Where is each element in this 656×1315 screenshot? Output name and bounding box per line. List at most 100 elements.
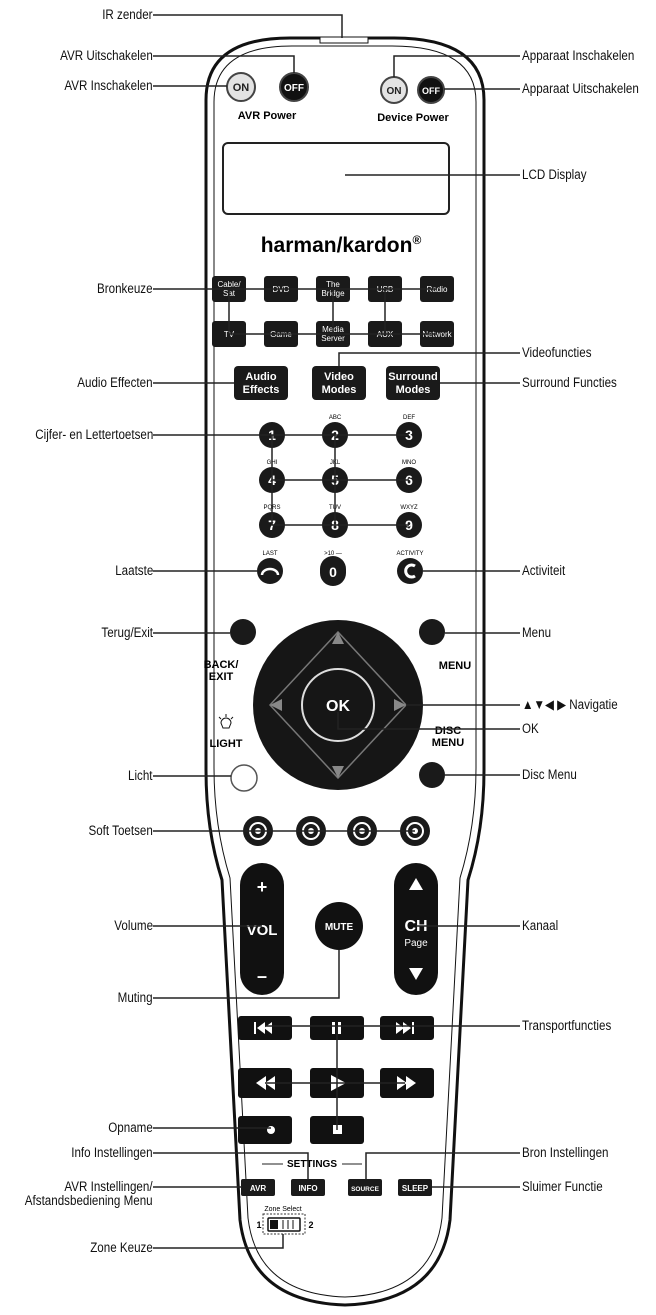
activity-caption: ACTIVITY [396, 551, 423, 557]
callout-afstandsbediening-menu: Afstandsbediening Menu [25, 1193, 153, 1208]
menu-button[interactable] [419, 619, 445, 645]
device-off-button[interactable] [417, 76, 445, 104]
callout-navigatie: ▲▼◀ ▶ Navigatie [522, 697, 618, 712]
callout-apparaat-inschakelen: Apparaat Inschakelen [522, 48, 635, 63]
settings-sleep-button[interactable] [398, 1179, 432, 1196]
callout-ok: OK [522, 721, 539, 736]
light-icon [218, 714, 234, 729]
channel-page-label: Page [404, 938, 428, 949]
keypad-bottom-row: LAST >10 — 0 ACTIVITY [257, 551, 424, 586]
callout-soft-toetsen: Soft Toetsen [88, 823, 153, 838]
source-button-label: Network [422, 330, 452, 339]
callout-surround-functies: Surround Functies [522, 375, 617, 390]
callout-avr-uitschakelen: AVR Uitschakelen [60, 48, 153, 63]
back-exit-button[interactable] [230, 619, 256, 645]
zone-select-label: Zone Select [264, 1206, 301, 1213]
leader-cijfer-row3 [271, 480, 409, 526]
audio-effects-button[interactable] [234, 366, 288, 400]
device-power-label: Device Power [377, 112, 449, 124]
avr-off-label: OFF [284, 83, 304, 94]
callout-bron-instellingen: Bron Instellingen [522, 1145, 609, 1160]
digit-label: 9 [405, 517, 413, 533]
settings-info-label: INFO [298, 1184, 317, 1193]
channel-up-icon [409, 878, 423, 890]
leader-lines [153, 14, 520, 1249]
callout-kanaal: Kanaal [522, 918, 559, 933]
callout-sluimer-functie: Sluimer Functie [522, 1179, 603, 1194]
leader-bronkeuze-row2 [228, 289, 437, 335]
leader-muting [153, 950, 340, 999]
callout-apparaat-uitschakelen: Apparaat Uitschakelen [522, 81, 639, 96]
callout-disc-menu: Disc Menu [522, 767, 577, 782]
volume-label: VOL [247, 922, 278, 939]
settings-label: SETTINGS [287, 1159, 337, 1170]
settings-avr-label: AVR [250, 1184, 267, 1193]
video-modes-button[interactable] [312, 366, 366, 400]
device-on-label: ON [387, 86, 402, 97]
light-button[interactable] [230, 764, 258, 792]
previous-icon [254, 1022, 272, 1034]
ok-button[interactable] [301, 668, 375, 742]
device-power-group: ON OFF Device Power [377, 76, 449, 124]
callout-avr-inschakelen: AVR Inschakelen [64, 78, 153, 93]
zero-button[interactable] [320, 556, 346, 586]
leader-ir-zender [153, 14, 343, 38]
source-button-label: Radio [427, 285, 448, 294]
nav-down-icon[interactable] [332, 766, 344, 778]
callout-terug-exit: Terug/Exit [101, 625, 153, 640]
nav-right-icon[interactable] [394, 699, 406, 711]
channel-rocker[interactable] [394, 863, 438, 995]
zero-label: 0 [329, 564, 337, 580]
callout-zone-keuze: Zone Keuze [90, 1240, 153, 1255]
navigation-pad: OK [253, 620, 423, 790]
activity-button[interactable] [397, 558, 423, 584]
leader-zone-keuze [153, 1234, 284, 1249]
next-icon [396, 1022, 414, 1034]
remote-body-inner-outline [213, 45, 477, 1298]
brand-logo: harman/kardon® [261, 233, 422, 257]
volume-minus: – [257, 966, 267, 986]
letters-label: DEF [403, 415, 415, 421]
record-icon [267, 1126, 275, 1134]
settings-source-button[interactable] [348, 1179, 382, 1196]
avr-power-label: AVR Power [238, 110, 297, 122]
settings-avr-button[interactable] [241, 1179, 275, 1196]
mute-button[interactable] [315, 902, 363, 950]
leader-avr-uitschakelen [153, 55, 295, 73]
leader-videofuncties [338, 352, 520, 366]
menu-label: MENU [439, 660, 471, 672]
last-caption: LAST [262, 551, 277, 557]
nav-left-icon[interactable] [270, 699, 282, 711]
pause-icon [332, 1022, 341, 1034]
surround-modes-button[interactable] [386, 366, 440, 400]
ok-label: OK [326, 698, 350, 715]
back-exit-label: BACK/EXIT [204, 659, 239, 683]
callout-cijfer-lettertoetsen: Cijfer- en Lettertoetsen [34, 427, 153, 442]
letters-label: MNO [402, 460, 416, 466]
nav-up-icon[interactable] [332, 632, 344, 644]
settings-info-button[interactable] [291, 1179, 325, 1196]
activity-icon [404, 563, 416, 579]
avr-on-label: ON [233, 82, 250, 94]
light-label: LIGHT [210, 738, 243, 750]
digit-label: 3 [405, 427, 413, 443]
disc-menu-button[interactable] [419, 762, 445, 788]
zone-select-frame [262, 1213, 306, 1235]
record-button[interactable] [238, 1116, 292, 1144]
volume-plus: + [257, 877, 268, 897]
volume-rocker[interactable] [240, 863, 284, 995]
avr-on-button[interactable] [226, 72, 256, 102]
callout-opname: Opname [108, 1120, 153, 1135]
callout-laatste: Laatste [114, 563, 153, 578]
leader-info-instellingen [153, 1152, 309, 1180]
last-button[interactable] [257, 558, 283, 584]
avr-power-group: ON OFF AVR Power [226, 72, 309, 122]
callout-licht: Licht [128, 768, 153, 783]
callout-menu: Menu [522, 625, 552, 640]
